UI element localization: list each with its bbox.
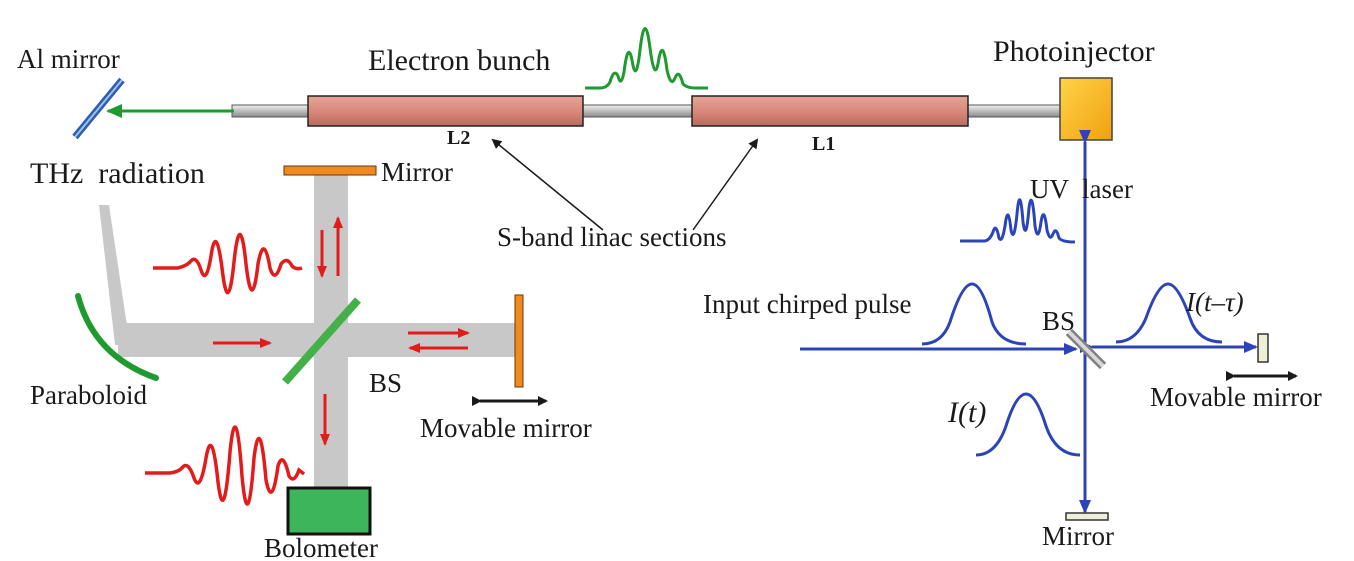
uv-pulse-waveform [960,198,1076,244]
input-chirped-pulse-waveform [921,282,1027,346]
bs-left-label: BS [369,368,402,398]
al-mirror-edge [74,79,123,138]
paraboloid-mirror [75,293,159,381]
s-band-arrow-l1 [692,138,759,231]
bs-right-label: BS [1042,306,1075,336]
delayed-pulse-waveform [1115,282,1223,344]
photoinjector-box [1059,77,1113,141]
uv-laser-label: UV laser [1030,174,1133,204]
movable-mirror-left [514,294,524,388]
top-mirror [283,165,377,176]
electron-bunch-label: Electron bunch [368,44,550,77]
s-band-label: S-band linac sections [497,222,726,252]
movable-mirror-right [1257,333,1269,363]
electron-bunch-waveform [585,27,708,90]
thz-radiation-label: THz radiation [30,157,205,190]
linac-section-l2 [307,95,584,127]
red-waveform-top [153,232,303,295]
photoinjector-label: Photoinjector [993,35,1155,68]
linac-section-l1 [691,95,969,127]
input-chirped-pulse-label: Input chirped pulse [703,289,911,319]
l2-label: L2 [447,127,470,149]
paraboloid-label: Paraboloid [30,380,147,410]
bolometer-label: Bolometer [264,533,378,561]
i-t-pulse-waveform [975,392,1081,457]
red-waveform-bottom [145,425,306,506]
beam-splitter-right-inner [1067,330,1105,368]
beam-splitter-left [282,297,361,385]
bottom-mirror [1065,512,1109,521]
mirror-bottom-label: Mirror [1042,521,1114,551]
thz-beam-funnel [99,205,127,345]
movable-mirror-right-label: Movable mirror [1150,382,1322,412]
movable-mirror-left-label: Movable mirror [420,413,592,443]
s-band-arrow-l2 [491,138,604,231]
i-t-tau-label: I(t–τ) [1185,287,1244,317]
l1-label: L1 [812,133,835,155]
i-t-label: I(t) [947,396,986,429]
bolometer-box [286,486,372,536]
mirror-top-label: Mirror [381,157,453,187]
al-mirror-label: Al mirror [17,44,120,74]
